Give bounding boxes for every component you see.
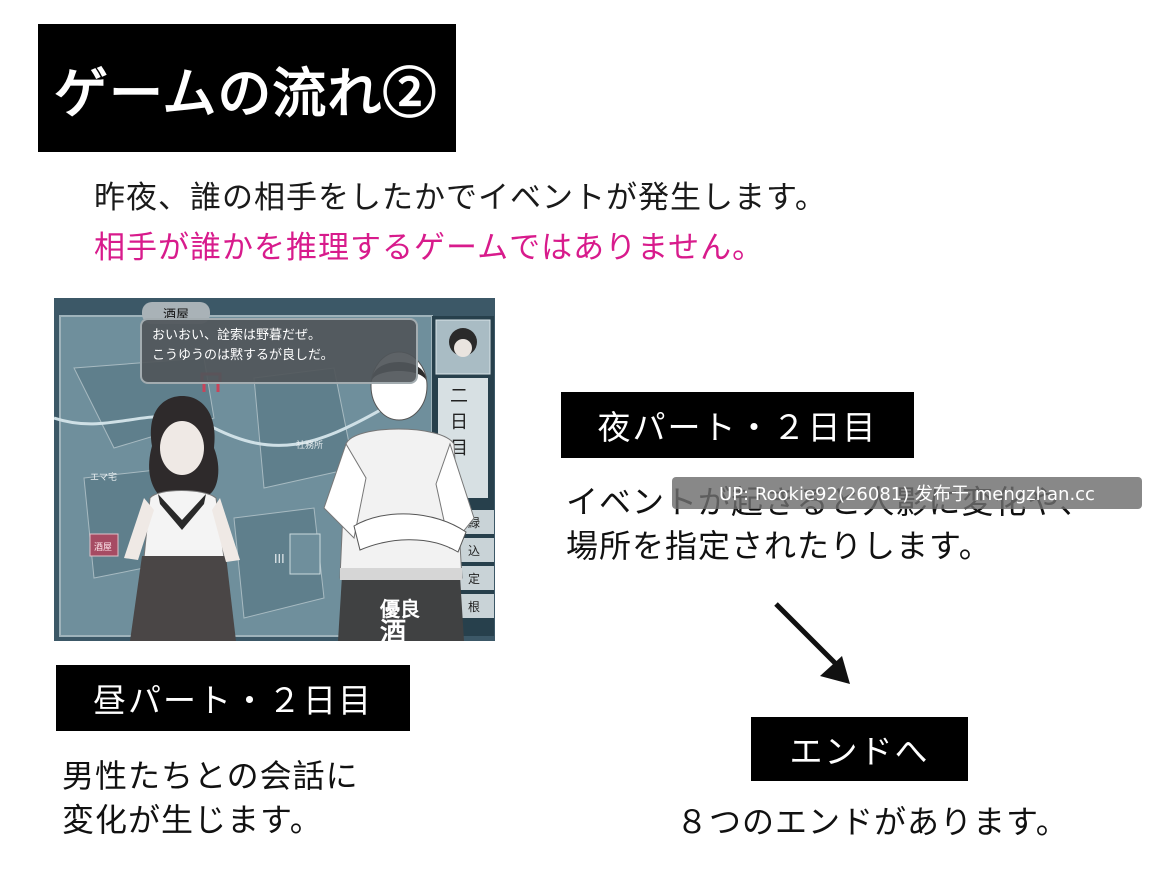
svg-text:III: III: [274, 552, 285, 566]
day-line: 男性たちとの会話に: [62, 757, 359, 795]
night-line: 場所を指定されたりします。: [566, 527, 992, 565]
page-title: ゲームの流れ②: [38, 24, 456, 152]
svg-text:込: 込: [468, 544, 480, 558]
night-part-label: 夜パート・２日目: [561, 392, 914, 458]
svg-text:定: 定: [468, 571, 480, 586]
dialogue-line: こうゆうのは黙するが良しだ。: [152, 348, 334, 363]
watermark: UP: Rookie92(26081) 发布于 mengzhan.cc: [672, 477, 1142, 509]
dialogue-box: おいおい、詮索は野暮だぜ。 こうゆうのは黙するが良しだ。: [140, 318, 418, 384]
lead-line-2-highlight: 相手が誰かを推理するゲームではありません。: [94, 230, 765, 266]
map-label-sakaya: 酒屋: [94, 542, 112, 553]
lead-line-1: 昨夜、誰の相手をしたかでイベントが発生します。: [94, 180, 827, 216]
svg-text:日: 日: [450, 412, 468, 433]
svg-text:根: 根: [468, 600, 480, 614]
dialogue-line: おいおい、詮索は野暮だぜ。: [152, 328, 322, 343]
end-label: エンドへ: [751, 717, 968, 781]
day-part-description: 男性たちとの会話に 変化が生じます。: [62, 754, 359, 842]
arrow-down-right-icon: [774, 602, 850, 684]
svg-text:二: 二: [450, 386, 468, 407]
day-part-label: 昼パート・２日目: [56, 665, 410, 731]
map-label-ema: エマ宅: [90, 471, 117, 483]
end-description: ８つのエンドがあります。: [676, 803, 1069, 841]
svg-text:酒: 酒: [380, 618, 406, 641]
map-label-shamusho: 社務所: [296, 439, 323, 451]
day-line: 変化が生じます。: [62, 801, 323, 839]
man-character: 優良 酒: [323, 351, 475, 641]
svg-text:優良: 優良: [379, 597, 420, 621]
girl-character: [124, 396, 240, 641]
